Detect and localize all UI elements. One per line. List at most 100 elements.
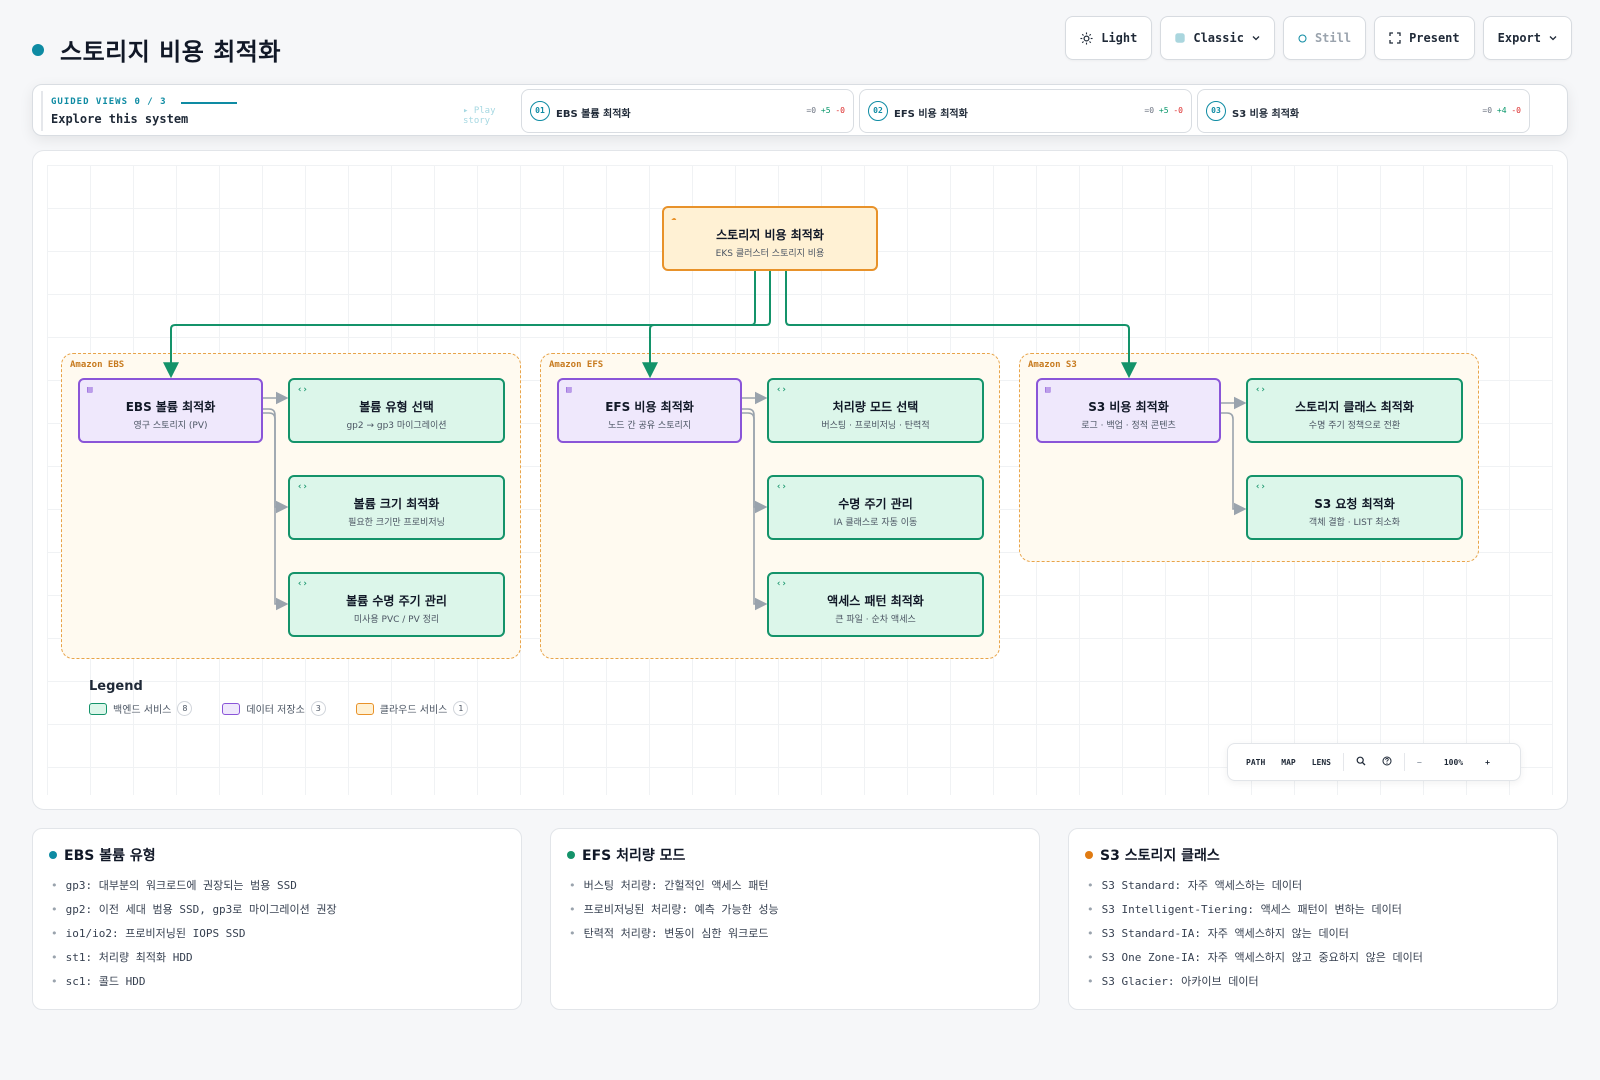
legend-count: 1 — [453, 701, 469, 716]
style-dropdown[interactable]: Classic — [1160, 16, 1275, 60]
style-label: Classic — [1193, 31, 1244, 45]
list-item: S3 Intelligent-Tiering: 액세스 패턴이 변하는 데이터 — [1087, 903, 1423, 927]
group-label: Amazon EFS — [549, 360, 604, 370]
theme-label: Light — [1101, 31, 1138, 45]
lens-button[interactable]: LENS — [1311, 757, 1331, 767]
list-item: st1: 처리량 최적화 HDD — [51, 951, 337, 975]
group-label: Amazon S3 — [1028, 360, 1077, 370]
node-ebs-volume[interactable]: ▤ EBS 볼륨 최적화 영구 스토리지 (PV) — [78, 378, 263, 443]
node-ebs-lifecycle[interactable]: ‹› 볼륨 수명 주기 관리 미사용 PVC / PV 정리 — [288, 572, 505, 637]
card-dot — [49, 851, 57, 859]
step-label: EBS 볼륨 최적화 — [556, 109, 631, 120]
canvas-controls: PATH MAP LENS − 100% + — [1227, 743, 1521, 781]
list-item: io1/io2: 프로비저닝된 IOPS SSD — [51, 927, 337, 951]
zoom-in-button[interactable]: + — [1485, 757, 1490, 767]
motion-label: Still — [1314, 31, 1352, 45]
node-subtitle: 노드 간 공유 스토리지 — [607, 421, 692, 431]
node-ebs-type[interactable]: ‹› 볼륨 유형 선택 gp2 → gp3 마이그레이션 — [288, 378, 505, 443]
node-title: EFS 비용 최적화 — [605, 400, 694, 414]
step-delta: =0 +5 -0 — [806, 106, 845, 115]
zoom-out-button[interactable]: − — [1416, 757, 1422, 767]
node-efs-access[interactable]: ‹› 액세스 패턴 최적화 큰 파일 · 순차 액세스 — [767, 572, 984, 637]
legend-item-backend[interactable]: 백엔드 서비스 8 — [89, 701, 193, 716]
node-subtitle: IA 클래스로 자동 이동 — [833, 518, 918, 528]
list-item: S3 Standard: 자주 액세스하는 데이터 — [1087, 879, 1423, 903]
path-button[interactable]: PATH — [1246, 757, 1266, 767]
list-item: 탄력적 처리량: 변동이 심한 워크로드 — [569, 927, 779, 951]
guided-views-info: GUIDED VIEWS 0 / 3 Explore this system ▸… — [41, 91, 521, 131]
export-label: Export — [1497, 31, 1541, 45]
diagram-edges — [163, 271, 1247, 611]
legend-count: 3 — [310, 701, 326, 716]
list-item: sc1: 콜드 HDD — [51, 975, 337, 999]
export-dropdown[interactable]: Export — [1482, 16, 1572, 60]
node-title: 볼륨 수명 주기 관리 — [346, 594, 447, 608]
code-icon: ‹› — [297, 579, 308, 589]
guided-step-2[interactable]: 02 EFS 비용 최적화 =0 +5 -0 — [859, 89, 1192, 133]
node-ebs-size[interactable]: ‹› 볼륨 크기 최적화 필요한 크기만 프로비저닝 — [288, 475, 505, 540]
palette-icon — [1175, 33, 1186, 43]
database-icon: ▤ — [1045, 385, 1051, 395]
step-number: 03 — [1206, 101, 1226, 121]
card-list: S3 Standard: 자주 액세스하는 데이터 S3 Intelligent… — [1087, 879, 1423, 999]
search-icon[interactable] — [1348, 756, 1374, 768]
legend-label: 클라우드 서비스 — [379, 705, 448, 716]
edge-root-s3 — [785, 271, 1137, 379]
edge-ebs-3 — [263, 412, 289, 611]
node-title: 볼륨 유형 선택 — [359, 400, 434, 414]
legend: Legend 백엔드 서비스 8 데이터 저장소 3 클라우드 서비스 1 — [89, 679, 469, 716]
legend-items: 백엔드 서비스 8 데이터 저장소 3 클라우드 서비스 1 — [89, 701, 469, 716]
edge-efs-2 — [742, 408, 768, 514]
page-title: 스토리지 비용 최적화 — [60, 38, 281, 66]
list-item: gp2: 이전 세대 범용 SSD, gp3로 마이그레이션 권장 — [51, 903, 337, 927]
node-root-storage-cost[interactable]: ☁ 스토리지 비용 최적화 EKS 클러스터 스토리지 비용 — [662, 206, 878, 271]
card-ebs-volume-types: EBS 볼륨 유형 gp3: 대부분의 워크로드에 권장되는 범용 SSD gp… — [32, 828, 522, 1010]
guided-progress-bar — [181, 102, 237, 104]
node-s3-request[interactable]: ‹› S3 요청 최적화 객체 결합 · LIST 최소화 — [1246, 475, 1463, 540]
node-title: S3 요청 최적화 — [1314, 497, 1395, 511]
node-subtitle: 큰 파일 · 순차 액세스 — [835, 615, 916, 625]
step-delta: =0 +5 -0 — [1144, 106, 1183, 115]
edge-s3-2 — [1221, 412, 1247, 516]
node-title: 볼륨 크기 최적화 — [353, 497, 440, 511]
node-subtitle: EKS 클러스터 스토리지 비용 — [715, 249, 825, 259]
legend-item-datastore[interactable]: 데이터 저장소 3 — [222, 701, 326, 716]
motion-button[interactable]: Still — [1282, 16, 1367, 60]
node-efs-throughput[interactable]: ‹› 처리량 모드 선택 버스팅 · 프로비저닝 · 탄력적 — [767, 378, 984, 443]
code-icon: ‹› — [776, 579, 787, 589]
node-efs-cost[interactable]: ▤ EFS 비용 최적화 노드 간 공유 스토리지 — [557, 378, 742, 443]
guided-step-3[interactable]: 03 S3 비용 최적화 =0 +4 -0 — [1197, 89, 1530, 133]
divider — [1342, 753, 1344, 771]
cloud-icon: ☁ — [671, 213, 677, 223]
edge-root-ebs — [163, 271, 756, 379]
circle-icon — [1298, 34, 1307, 42]
group-label: Amazon EBS — [70, 360, 125, 370]
node-efs-lifecycle[interactable]: ‹› 수명 주기 관리 IA 클래스로 자동 이동 — [767, 475, 984, 540]
diagram-canvas[interactable]: Amazon EBS Amazon EFS Amazon S3 ☁ 스토리지 비… — [32, 150, 1568, 810]
legend-count: 8 — [177, 701, 193, 716]
node-subtitle: 로그 · 백업 · 정적 콘텐츠 — [1081, 421, 1176, 431]
node-title: EBS 볼륨 최적화 — [125, 400, 216, 414]
node-subtitle: 수명 주기 정책으로 전환 — [1308, 421, 1401, 431]
legend-swatch — [355, 702, 374, 715]
guided-step-1[interactable]: 01 EBS 볼륨 최적화 =0 +5 -0 — [521, 89, 854, 133]
node-title: 스토리지 클래스 최적화 — [1295, 400, 1414, 414]
list-item: S3 Glacier: 아카이브 데이터 — [1087, 975, 1423, 999]
card-s3-storage-classes: S3 스토리지 클래스 S3 Standard: 자주 액세스하는 데이터 S3… — [1068, 828, 1558, 1010]
help-icon[interactable] — [1374, 756, 1400, 768]
play-story-button[interactable]: ▸ Play story — [463, 106, 496, 126]
present-button[interactable]: Present — [1374, 16, 1475, 60]
step-delta: =0 +4 -0 — [1482, 106, 1521, 115]
map-button[interactable]: MAP — [1281, 757, 1296, 767]
guided-views-label: GUIDED VIEWS 0 / 3 — [51, 97, 167, 107]
zoom-level: 100% — [1443, 757, 1464, 767]
divider — [1403, 753, 1405, 771]
node-s3-cost[interactable]: ▤ S3 비용 최적화 로그 · 백업 · 정적 콘텐츠 — [1036, 378, 1221, 443]
node-title: 액세스 패턴 최적화 — [827, 594, 924, 608]
step-label: EFS 비용 최적화 — [894, 109, 968, 120]
theme-button[interactable]: Light — [1065, 16, 1153, 60]
node-s3-class[interactable]: ‹› 스토리지 클래스 최적화 수명 주기 정책으로 전환 — [1246, 378, 1463, 443]
legend-item-cloud[interactable]: 클라우드 서비스 1 — [355, 701, 469, 716]
legend-label: 데이터 저장소 — [246, 705, 305, 716]
card-list: 버스팅 처리량: 간헐적인 액세스 패턴 프로비저닝된 처리량: 예측 가능한 … — [569, 879, 779, 951]
